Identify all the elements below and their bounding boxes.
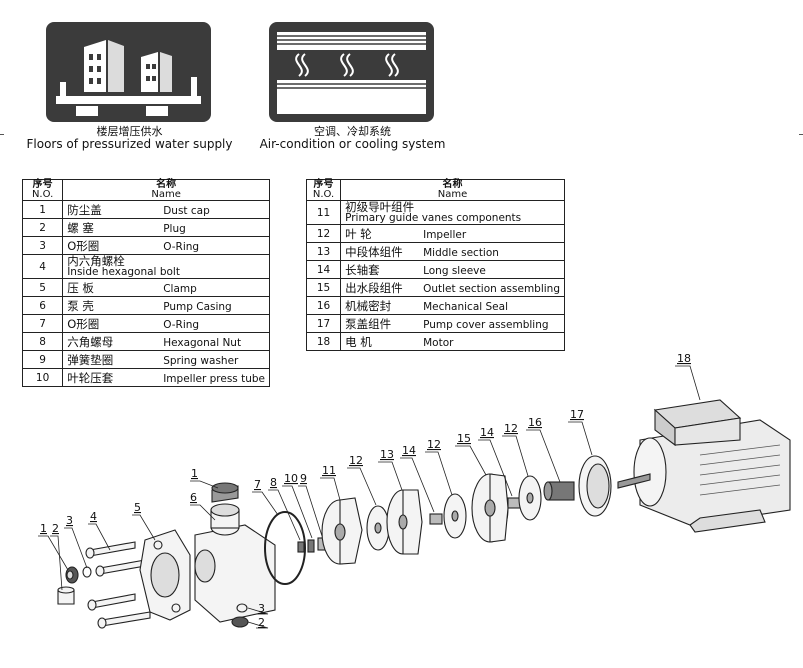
callout-number: 2 bbox=[258, 616, 265, 629]
callout-number: 14 bbox=[480, 426, 494, 439]
motor-part bbox=[617, 399, 791, 533]
callout-number: 17 bbox=[570, 408, 584, 421]
pump-casing-part bbox=[194, 503, 276, 623]
application-cn: 空调、冷却系统 bbox=[314, 125, 391, 138]
callout-number: 2 bbox=[52, 522, 59, 535]
callout-number: 12 bbox=[349, 454, 363, 467]
callout-number: 12 bbox=[504, 422, 518, 435]
callout-number: 13 bbox=[380, 448, 394, 461]
callout-number: 16 bbox=[528, 416, 542, 429]
callout-number: 8 bbox=[270, 476, 277, 489]
hexagonal-bolt-part bbox=[85, 541, 151, 629]
callout-number: 6 bbox=[190, 491, 197, 504]
callout-number: 12 bbox=[427, 438, 441, 451]
air-conditioning-icon bbox=[269, 22, 434, 122]
callout-number: 4 bbox=[90, 510, 97, 523]
o-ring-part bbox=[264, 511, 306, 585]
application-caption-2: 空调、冷却系统 Air-condition or cooling system bbox=[245, 125, 460, 151]
application-en: Air-condition or cooling system bbox=[259, 137, 446, 151]
mechanical-seal-part bbox=[543, 481, 575, 501]
callout-number: 11 bbox=[322, 464, 336, 477]
middle-section-part bbox=[386, 489, 423, 555]
callout-number: 7 bbox=[254, 478, 261, 491]
callout-number: 18 bbox=[677, 352, 691, 365]
impeller-part bbox=[366, 505, 390, 551]
callout-number: 10 bbox=[284, 472, 298, 485]
impeller-part bbox=[518, 475, 542, 521]
primary-guide-vane-part bbox=[321, 497, 363, 565]
pump-cover-part bbox=[578, 455, 612, 517]
o-ring-part bbox=[82, 566, 92, 578]
callout-leaders bbox=[38, 365, 701, 629]
clamp-part bbox=[139, 529, 191, 621]
callout-number: 9 bbox=[300, 472, 307, 485]
callout-number: 5 bbox=[134, 501, 141, 514]
plug-part bbox=[231, 616, 249, 628]
hexagonal-nut-part bbox=[297, 537, 327, 553]
callout-number: 15 bbox=[457, 432, 471, 445]
plug-part bbox=[57, 586, 75, 605]
page-edge-mark bbox=[799, 134, 803, 135]
callout-number: 1 bbox=[191, 467, 198, 480]
application-cn: 楼层增压供水 bbox=[96, 125, 163, 138]
application-caption-1: 楼层增压供水 Floors of pressurized water suppl… bbox=[22, 125, 237, 151]
page-edge-mark bbox=[0, 134, 4, 135]
impeller-part bbox=[443, 493, 467, 539]
callout-number: 14 bbox=[402, 444, 416, 457]
callout-number: 3 bbox=[66, 514, 73, 527]
dust-cap-part bbox=[65, 566, 79, 584]
application-en: Floors of pressurized water supply bbox=[26, 137, 233, 151]
long-sleeve-part bbox=[507, 497, 521, 509]
building-icon bbox=[46, 22, 211, 122]
outlet-section-part bbox=[471, 473, 509, 543]
o-ring-part bbox=[236, 603, 248, 613]
callout-number: 3 bbox=[258, 602, 265, 615]
callout-number: 1 bbox=[40, 522, 47, 535]
dust-cap-part bbox=[211, 482, 239, 503]
long-sleeve-part bbox=[429, 513, 443, 525]
